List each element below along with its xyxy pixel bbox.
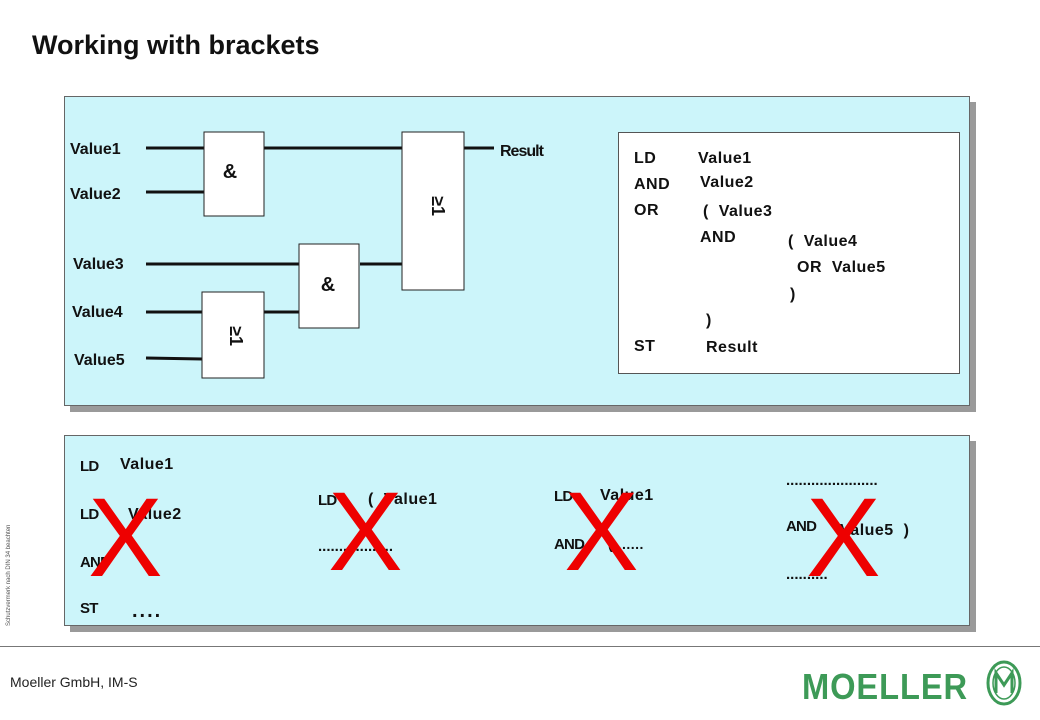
moeller-logo: MOELLER bbox=[802, 666, 968, 707]
gate-or-low-label: ≥1 bbox=[226, 326, 246, 346]
listing-arg-value1: Value1 bbox=[698, 150, 752, 167]
ex3-arg-value1: Value1 bbox=[600, 487, 654, 504]
ex1-arg-value2: Value2 bbox=[128, 506, 182, 523]
ex3-op-ld: LD bbox=[554, 488, 573, 505]
input-label-value2: Value2 bbox=[70, 186, 121, 203]
ex3-wrong-mark: X bbox=[564, 469, 639, 594]
ex1-arg-value1: Value1 bbox=[120, 456, 174, 473]
listing-arg-result: Result bbox=[706, 339, 758, 356]
listing-or-value5: OR Value5 bbox=[797, 259, 886, 276]
listing-op-or: OR bbox=[634, 202, 659, 219]
listing-arg-bracket-value3: ( Value3 bbox=[703, 203, 773, 220]
footer-company: Moeller GmbH, IM-S bbox=[10, 674, 138, 690]
wire-value5 bbox=[145, 356, 203, 361]
gate-or-main bbox=[401, 131, 465, 291]
moeller-emblem-icon bbox=[986, 660, 1022, 706]
protection-note: Schutzvermerk nach DIN 34 beachten bbox=[6, 524, 12, 626]
footer-divider bbox=[0, 646, 1040, 647]
listing-arg-value2: Value2 bbox=[700, 174, 754, 191]
ex2-dots: .................. bbox=[318, 538, 394, 555]
ex4-dots-top: ...................... bbox=[786, 472, 878, 489]
input-label-value4: Value4 bbox=[72, 304, 123, 321]
ex1-wrong-mark: X bbox=[88, 475, 163, 600]
ex3-op-and: AND bbox=[554, 536, 585, 553]
moeller-logo-text: MOELLER bbox=[802, 666, 968, 707]
ex4-op-and: AND bbox=[786, 518, 817, 535]
ex1-ellipsis: .... bbox=[132, 600, 163, 622]
input-label-value1: Value1 bbox=[70, 141, 121, 158]
counter-examples-panel bbox=[64, 435, 970, 626]
ex1-op-st: ST bbox=[80, 600, 98, 617]
listing-op-st: ST bbox=[634, 338, 656, 355]
listing-op-and: AND bbox=[634, 176, 671, 193]
listing-close-inner: ) bbox=[790, 286, 796, 303]
logic-diagram: Value1 Value2 Value3 Value4 Value5 & & ≥… bbox=[70, 131, 546, 379]
output-label-result: Result bbox=[500, 143, 545, 160]
ex2-op-ld: LD bbox=[318, 492, 337, 509]
page-title: Working with brackets bbox=[32, 30, 320, 60]
listing-bracket-value4: ( Value4 bbox=[788, 233, 858, 250]
ex1-op-and: AND bbox=[80, 554, 111, 571]
ex2-wrong-mark: X bbox=[328, 469, 403, 594]
gate-or-low bbox=[201, 291, 265, 379]
ex4-dots-bottom: .......... bbox=[786, 566, 828, 583]
ex4-arg-value5: Value5 ) bbox=[840, 522, 910, 539]
listing-and-inner: AND bbox=[700, 229, 737, 246]
ex1-op-ld: LD bbox=[80, 458, 99, 475]
listing-op-ld: LD bbox=[634, 150, 657, 167]
ex1-op-ld-2: LD bbox=[80, 506, 99, 523]
ex4-wrong-mark: X bbox=[806, 475, 881, 600]
ex2-arg-bracket-value1: ( Value1 bbox=[368, 491, 438, 508]
gate-and-top bbox=[203, 131, 265, 217]
gate-or-main-label: ≥1 bbox=[428, 196, 448, 216]
input-label-value5: Value5 bbox=[74, 352, 125, 369]
listing-close-outer: ) bbox=[706, 312, 712, 329]
gate-and-top-label: & bbox=[223, 161, 237, 183]
gate-and-mid-label: & bbox=[321, 274, 335, 296]
program-listing bbox=[618, 132, 960, 374]
gate-and-mid bbox=[298, 243, 360, 329]
input-label-value3: Value3 bbox=[73, 256, 124, 273]
ex3-arg-bracket: (....... bbox=[608, 536, 644, 552]
